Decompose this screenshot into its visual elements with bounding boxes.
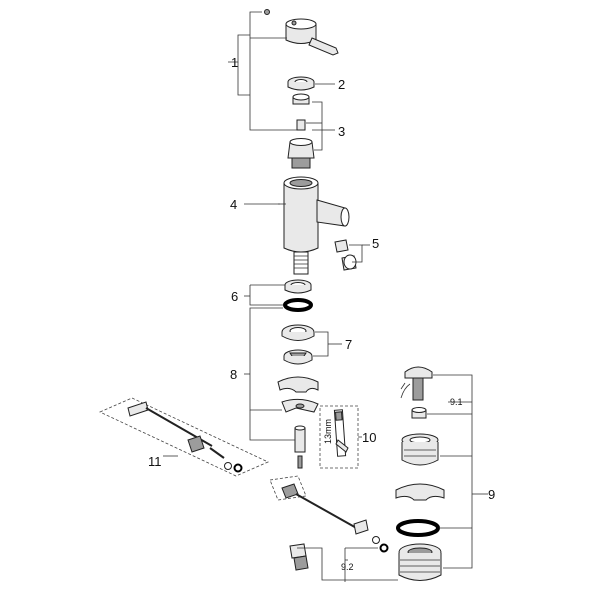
leader-lines-1: [228, 11, 300, 131]
lever-handle-part: [264, 9, 339, 56]
linkage-rod-part: [269, 475, 389, 571]
faucet-body-part: [278, 176, 350, 275]
label-part-9-1: 9.1: [450, 397, 463, 407]
label-part-10: 10: [362, 430, 376, 445]
fixing-plate-part: [281, 324, 315, 365]
mounting-nut-part: [283, 279, 313, 312]
leader-lines-9-2: [297, 547, 398, 582]
leader-lines-9: [427, 374, 488, 569]
label-part-6: 6: [231, 289, 238, 304]
leader-lines-7: [313, 331, 342, 357]
label-part-8: 8: [230, 367, 237, 382]
label-part-1: 1: [231, 55, 238, 70]
pop-up-plug-part: [400, 366, 433, 419]
wrench-size-text: 13mm: [323, 419, 333, 444]
label-part-7: 7: [345, 337, 352, 352]
cap-ring-part: [287, 76, 315, 91]
wrench-tool-part: [319, 405, 359, 469]
pop-up-rod-kit-part: [99, 397, 269, 477]
leader-lines-5: [349, 244, 370, 263]
aerator-part: [334, 239, 357, 271]
label-part-11: 11: [148, 454, 162, 469]
cartridge-part: [287, 93, 315, 169]
waste-body-part: [395, 433, 445, 581]
label-part-3: 3: [338, 124, 345, 139]
label-part-2: 2: [338, 77, 345, 92]
label-part-9-2: 9.2: [341, 562, 354, 572]
leader-lines-6: [244, 284, 285, 306]
mounting-hardware-part: [277, 376, 319, 469]
label-part-4: 4: [230, 197, 237, 212]
label-part-5: 5: [372, 236, 379, 251]
label-part-9: 9: [488, 487, 495, 502]
leader-lines-3: [306, 101, 335, 151]
leader-lines-8: [244, 307, 295, 441]
